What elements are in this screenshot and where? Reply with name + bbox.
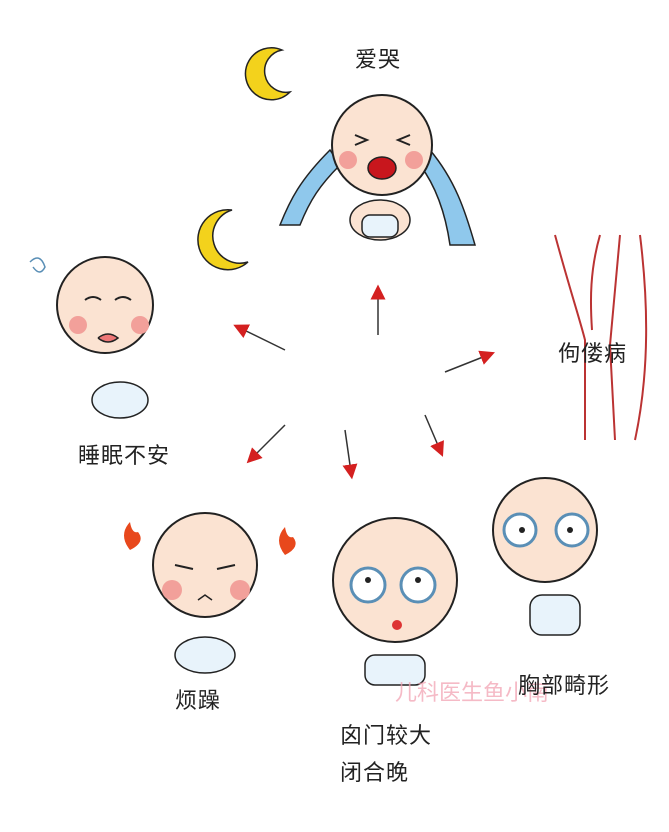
arrow-to-rickets xyxy=(444,350,495,373)
moon-icon xyxy=(197,208,249,271)
irritable-baby xyxy=(124,512,296,674)
chest-deformity-baby xyxy=(492,477,598,636)
flame-icon xyxy=(279,527,296,555)
label-crying: 爱哭 xyxy=(355,48,402,73)
bowed-legs xyxy=(554,234,648,441)
label-fontanelle-line1: 囟门较大 xyxy=(340,724,433,749)
label-rickets: 佝偻病 xyxy=(558,342,628,367)
crying-baby xyxy=(278,94,476,246)
flame-icon xyxy=(124,522,141,550)
label-restless-sleep: 睡眠不安 xyxy=(78,444,171,469)
label-chest-deformity: 胸部畸形 xyxy=(518,674,611,699)
restless-baby xyxy=(29,256,154,419)
arrow-to-irritability xyxy=(246,424,286,464)
watermark: 儿科医生鱼小南 xyxy=(395,681,550,706)
label-fontanelle-line2: 闭合晚 xyxy=(340,761,410,786)
fontanelle-baby xyxy=(332,517,458,686)
arrow-to-restless-sleep xyxy=(233,324,286,351)
moon-icon xyxy=(244,47,293,101)
label-irritability: 烦躁 xyxy=(175,689,222,714)
arrow-to-chest xyxy=(424,414,444,457)
arrow-to-fontanelle xyxy=(342,429,358,480)
